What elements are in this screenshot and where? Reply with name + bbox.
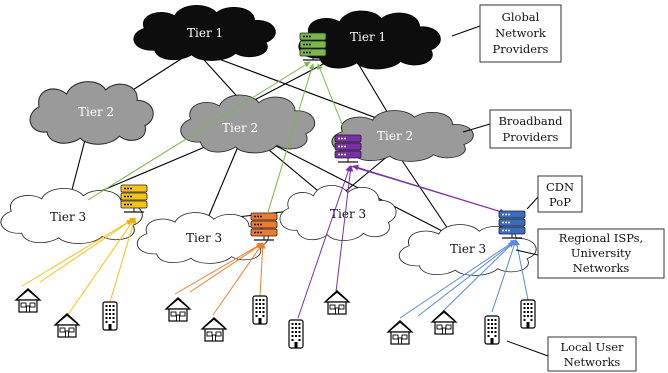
orange-links — [174, 242, 266, 316]
server-stack-yellow — [120, 184, 148, 213]
server-stack-blue — [498, 210, 526, 239]
house-icon — [15, 288, 41, 313]
tier2-right-label: Tier 2 — [377, 129, 413, 143]
callout-regional-line3: Networks — [573, 261, 630, 275]
tier3-c-label: Tier 3 — [330, 207, 366, 221]
callout-global-line2: Network — [495, 26, 547, 40]
server-stack-global — [299, 32, 327, 61]
callout-local: Local User Networks — [547, 336, 637, 372]
building-icon — [252, 295, 268, 325]
callout-local-line1: Local User — [560, 340, 624, 354]
callout-broadband: Broadband Providers — [489, 109, 572, 149]
tier3-b-label: Tier 3 — [186, 231, 222, 245]
callout-regional-line1: Regional ISPs, — [559, 231, 643, 245]
building-icon — [102, 301, 118, 331]
yellow-links — [21, 217, 137, 317]
house-icon — [431, 310, 457, 335]
tier2-left-label: Tier 2 — [78, 105, 114, 119]
callout-global-line3: Providers — [493, 42, 549, 56]
house-icon — [165, 297, 191, 322]
tier2-middle-label: Tier 2 — [222, 121, 258, 135]
house-icon — [201, 317, 227, 342]
callout-global: Global Network Providers — [479, 4, 562, 63]
callout-cdn-line1: CDN — [546, 180, 574, 194]
callout-global-line1: Global — [502, 10, 540, 24]
callout-regional: Regional ISPs, University Networks — [537, 228, 665, 279]
callout-cdn: CDN PoP — [537, 175, 583, 213]
local-networks-b — [165, 295, 268, 342]
callout-cdn-line2: PoP — [549, 195, 571, 209]
local-networks-a — [15, 288, 118, 338]
building-icon — [484, 315, 500, 345]
tier1-left-label: Tier 1 — [187, 26, 223, 40]
server-stack-orange — [250, 212, 278, 241]
callout-pointers — [451, 25, 549, 357]
callout-broadband-line2: Providers — [503, 130, 559, 144]
house-icon — [387, 320, 413, 345]
local-networks-d — [387, 299, 536, 345]
callout-regional-line2: University — [571, 246, 632, 260]
house-icon — [324, 290, 350, 315]
tier3-d-label: Tier 3 — [450, 242, 486, 256]
purple-links — [297, 164, 506, 319]
house-icon — [54, 313, 80, 338]
callout-broadband-line1: Broadband — [498, 114, 563, 128]
tier1-right-label: Tier 1 — [350, 30, 386, 44]
tier3-a-label: Tier 3 — [50, 210, 86, 224]
local-networks-c — [288, 290, 350, 349]
server-stack-broadband — [334, 134, 362, 163]
building-icon — [520, 299, 536, 329]
green-links — [87, 61, 347, 213]
building-icon — [288, 319, 304, 349]
callout-local-line2: Networks — [564, 355, 621, 369]
